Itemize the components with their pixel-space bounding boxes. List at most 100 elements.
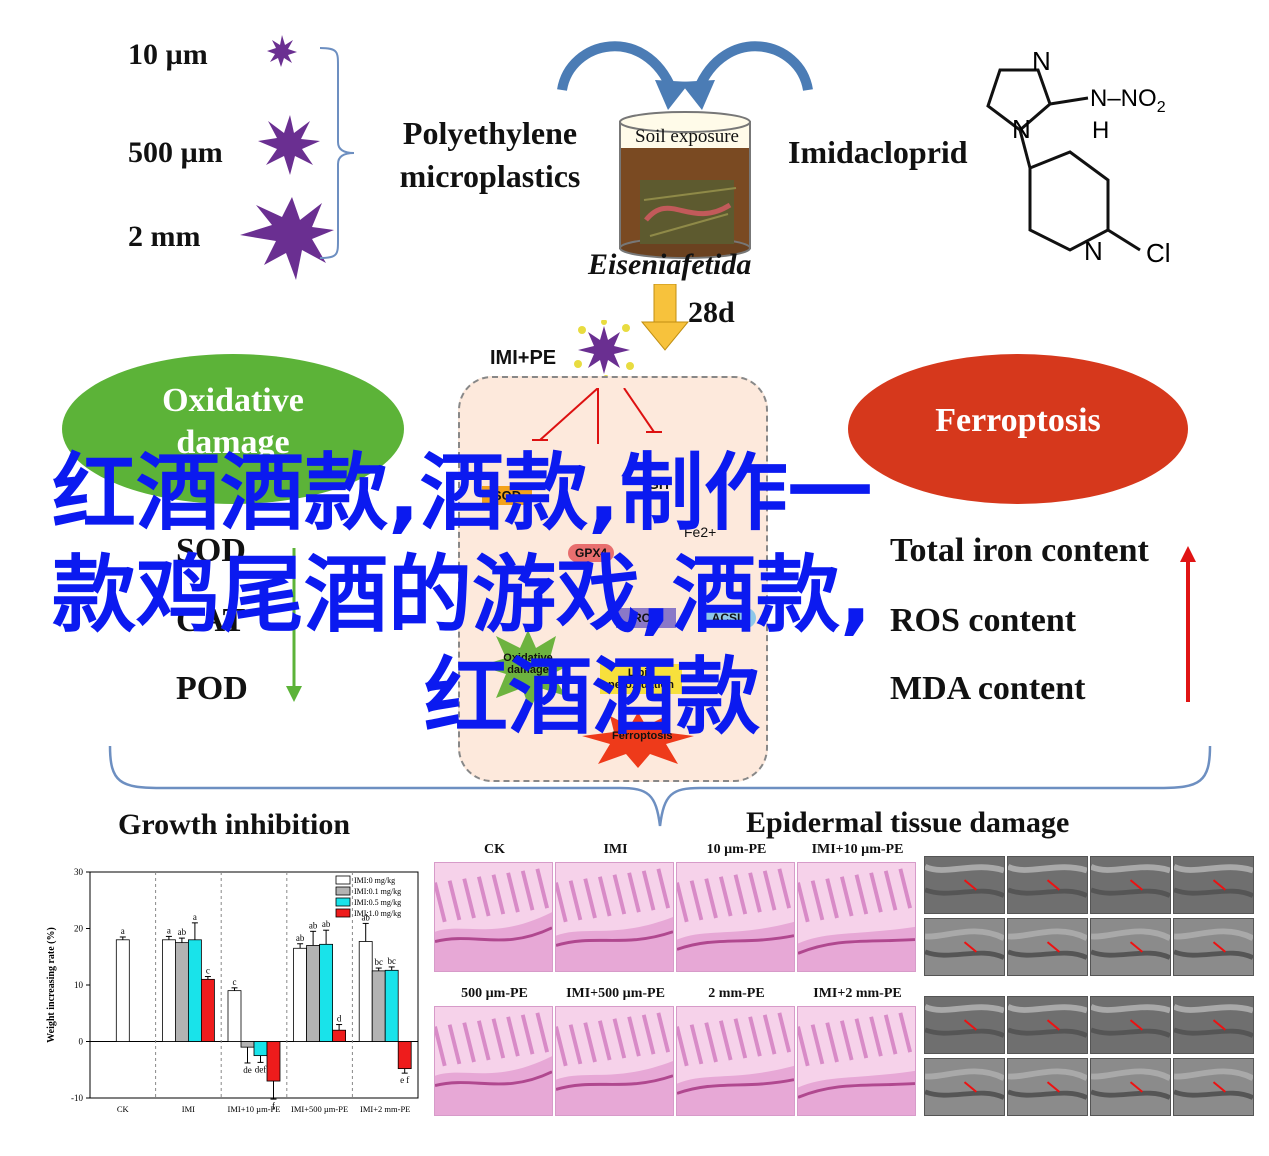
significance-letter: ab <box>309 920 318 930</box>
legend-swatch <box>335 908 351 918</box>
x-tick-label: IMI+500 µm-PE <box>291 1104 348 1114</box>
he-image-label: CK <box>484 842 505 857</box>
sem-micrograph <box>1007 856 1088 914</box>
bar <box>293 947 308 1042</box>
x-tick-label: IMI+2 mm-PE <box>360 1104 410 1114</box>
duration-label: 28d <box>688 296 735 329</box>
he-image-label: IMI+10 µm-PE <box>811 842 904 857</box>
microplastic-particles-icon <box>240 35 334 280</box>
he-image-grid: CK IMI 10 µm-PE IMI+10 µm-PE 500 µm-PE <box>434 842 918 1120</box>
x-tick-label: IMI <box>182 1104 195 1114</box>
he-image-label: 10 µm-PE <box>706 842 767 857</box>
significance-letter: bc <box>387 956 396 966</box>
legend-swatch <box>335 897 351 907</box>
mol-h: H <box>1092 117 1109 144</box>
imi-pe-label: IMI+PE <box>490 347 557 369</box>
significance-letter: d <box>337 1014 342 1024</box>
marker-iron: Total iron content <box>890 532 1149 569</box>
significance-letter: a <box>121 926 125 936</box>
significance-letter: e f <box>400 1075 409 1085</box>
sem-micrograph <box>1090 918 1171 976</box>
imi-pe-particle-icon <box>574 320 634 380</box>
sem-image-label: 2 mm-PE <box>1109 982 1154 994</box>
he-image-label: 2 mm-PE <box>708 986 765 1001</box>
legend-label: IMI:0.5 mg/kg <box>354 898 401 907</box>
he-image-label: IMI+500 µm-PE <box>566 986 665 1001</box>
imidacloprid-structure: N N N–NO2 H N Cl <box>986 46 1171 268</box>
growth-title: Growth inhibition <box>118 808 351 841</box>
pathway-ros: ROS <box>616 608 676 628</box>
significance-letter: f <box>272 1101 275 1111</box>
sem-micrograph <box>1173 1058 1254 1116</box>
oxidative-ellipse <box>62 354 404 504</box>
y-tick-label: 20 <box>74 924 84 934</box>
pathway-gpx4: GPX4 <box>568 544 614 562</box>
he-image-label: IMI+2 mm-PE <box>813 986 902 1001</box>
size-500um: 500 µm <box>128 136 223 169</box>
ferroptosis-ellipse <box>848 354 1188 504</box>
bar <box>174 942 189 1042</box>
y-axis-label: Weight increasing rate (%) <box>46 927 57 1043</box>
pathway-gh: GH <box>648 476 669 492</box>
overlay-line-3: 红酒酒款 <box>424 648 761 746</box>
bar <box>115 939 130 1042</box>
significance-letter: a <box>167 925 171 935</box>
sem-image-label: IMI+2 mm-PE <box>1179 982 1250 994</box>
x-tick-label: CK <box>117 1104 130 1114</box>
significance-letter: bc <box>374 957 383 967</box>
significance-letter: c <box>206 966 210 976</box>
bar <box>332 1029 347 1042</box>
sem-micrograph <box>1173 918 1254 976</box>
bar <box>397 1041 412 1070</box>
significance-letter: de <box>243 1065 252 1075</box>
ferroptosis-title: Ferroptosis <box>935 402 1101 439</box>
legend-swatch <box>335 875 351 885</box>
size-10um: 10 µm <box>128 38 208 71</box>
epidermal-title: Epidermal tissue damage <box>746 806 1070 839</box>
marker-ros: ROS content <box>890 602 1077 639</box>
mol-n3: N <box>1084 236 1103 266</box>
pathway-acsl: ACSL <box>700 608 756 628</box>
sem-image-grid: CK IMI 10 µm-PE <box>924 842 1258 1122</box>
significance-letter: ab <box>296 933 305 943</box>
oxidative-damage-burst <box>480 630 576 710</box>
sem-micrograph <box>1090 996 1171 1054</box>
pathway-box <box>458 376 768 782</box>
he-micrograph <box>676 862 795 972</box>
legend-label: IMI:0.1 mg/kg <box>354 887 401 896</box>
significance-letter: def <box>255 1064 267 1074</box>
bar <box>227 990 242 1042</box>
sem-micrograph <box>924 856 1005 914</box>
bar <box>306 945 321 1042</box>
he-image-label: IMI <box>603 842 628 857</box>
size-2mm: 2 mm <box>128 220 201 253</box>
marker-cat: CAT <box>176 602 246 639</box>
sem-micrograph <box>1090 1058 1171 1116</box>
he-micrograph <box>434 1006 553 1116</box>
bar <box>187 939 202 1042</box>
mol-n1: N <box>1032 46 1051 76</box>
sem-micrograph <box>1173 856 1254 914</box>
inhibition-arrows <box>532 388 662 444</box>
sem-image-label: IMI+500 µm-PE <box>1009 982 1088 994</box>
significance-letter: c <box>233 977 237 987</box>
pathway-ferroptosis: Ferroptosis <box>612 730 673 742</box>
mol-n2: N <box>1012 114 1031 144</box>
he-micrograph <box>797 1006 916 1116</box>
significance-letter: ab <box>178 927 187 937</box>
bar <box>319 943 334 1042</box>
significance-letter: a <box>193 912 197 922</box>
x-tick-label: IMI+10 µm-PE <box>228 1104 281 1114</box>
overlay-line-2: 款鸡尾酒的游戏,酒款, <box>52 546 872 644</box>
bar <box>162 939 176 1042</box>
soil-beaker <box>557 41 813 259</box>
ferroptosis-burst <box>582 712 694 768</box>
sem-image-label: IMI+10 µm-PE <box>1178 842 1251 854</box>
polyethylene-label: Polyethylene microplastics <box>399 115 581 195</box>
pathway-sod: SOD <box>482 486 532 505</box>
he-micrograph <box>434 862 553 972</box>
legend-label: IMI:1.0 mg/kg <box>354 909 401 918</box>
sem-micrograph <box>1007 918 1088 976</box>
sem-image-label: 10 µm-PE <box>1108 842 1155 854</box>
sem-micrograph <box>1007 1058 1088 1116</box>
